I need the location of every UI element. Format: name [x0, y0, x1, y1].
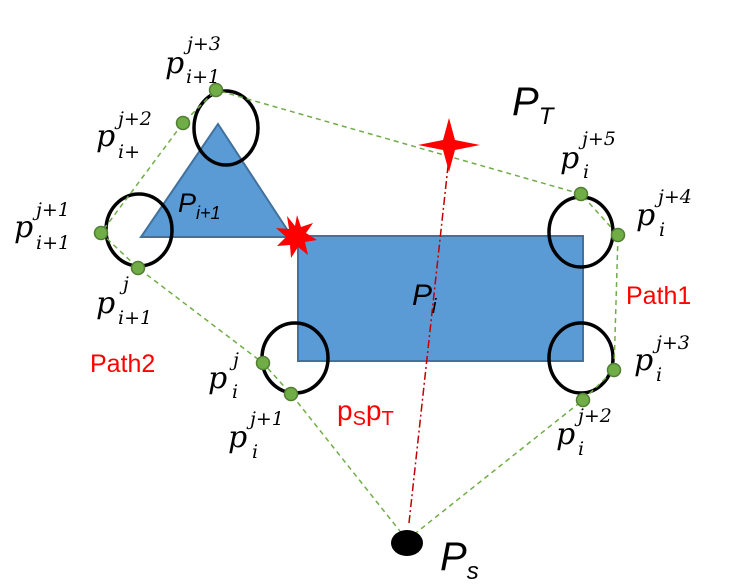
svg-text:j+4: j+4: [654, 186, 692, 208]
triangle-label: Pi+1: [178, 188, 221, 223]
waypoint-tri-upper-left: [175, 115, 191, 131]
svg-text:j+1: j+1: [246, 408, 284, 430]
svg-text:j+5: j+5: [578, 128, 616, 150]
waypoint-label-rect-bl-upper: p j i: [208, 349, 239, 403]
waypoint-tri-bottom: [130, 260, 146, 276]
path2-label: Path2: [90, 350, 155, 378]
waypoint-rect-bl-upper: [255, 355, 271, 371]
collision-burst-marker: [276, 215, 317, 258]
svg-text:p: p: [14, 210, 33, 245]
svg-text:j+2: j+2: [574, 405, 612, 427]
svg-text:i: i: [656, 364, 662, 386]
circle-triangle-top: [192, 89, 260, 167]
planned-paths: [100, 89, 619, 541]
path1-label: Path1: [626, 282, 691, 310]
svg-text:j+3: j+3: [652, 332, 690, 354]
svg-text:i+1: i+1: [118, 307, 152, 329]
circle-rect-bottom-right: [547, 321, 615, 395]
svg-text:j+2: j+2: [114, 108, 152, 130]
triangle-obstacle: [139, 122, 294, 238]
waypoint-rect-tr-upper: [573, 186, 589, 202]
waypoint-rect-br-upper: [606, 362, 622, 378]
svg-text:i+1: i+1: [186, 66, 220, 88]
svg-text:p: p: [96, 286, 115, 321]
waypoint-label-tri-left: p j+1 i+1: [14, 199, 70, 254]
waypoint-tri-left: [93, 225, 109, 241]
svg-text:p: p: [636, 198, 655, 233]
direct-line-ps-pt: [408, 147, 451, 524]
path1-line: [215, 89, 619, 541]
svg-text:i: i: [578, 438, 584, 460]
waypoint-rect-bl-lower: [283, 386, 299, 402]
svg-text:i: i: [232, 381, 238, 403]
svg-text:j: j: [119, 273, 129, 295]
svg-text:i: i: [583, 161, 589, 183]
svg-text:i+1: i+1: [36, 232, 70, 254]
waypoint-label-rect-tr-upper: p j+5 i: [560, 128, 616, 183]
svg-text:p: p: [208, 361, 227, 396]
target-label: PT: [512, 80, 556, 130]
source-label: Ps: [440, 535, 479, 585]
svg-text:p: p: [96, 119, 115, 154]
direct-line-label: pSpT: [337, 395, 394, 430]
waypoint-rect-tr-lower: [610, 227, 626, 243]
waypoint-label-rect-bl-lower: p j+1 i: [228, 408, 284, 463]
waypoint-dots: [93, 82, 626, 408]
svg-text:i+: i+: [118, 141, 140, 163]
svg-text:j+3: j+3: [183, 33, 221, 55]
waypoint-label-rect-br-upper: p j+3 i: [634, 332, 690, 386]
svg-text:j: j: [229, 349, 239, 371]
waypoint-label-rect-br-lower: p j+2 i: [556, 405, 612, 460]
waypoint-label-rect-tr-lower: p j+4 i: [636, 186, 692, 241]
svg-text:p: p: [165, 46, 184, 81]
svg-text:p: p: [556, 417, 575, 452]
waypoint-label-tri-top: p j+3 i+1: [165, 33, 221, 88]
svg-text:i: i: [659, 219, 665, 241]
target-star-marker: [418, 118, 480, 172]
svg-text:p: p: [560, 141, 579, 176]
svg-text:p: p: [228, 420, 247, 455]
rectangle-obstacle: [297, 235, 584, 362]
svg-text:j+1: j+1: [32, 199, 70, 221]
source-point: [391, 530, 423, 556]
svg-text:p: p: [634, 343, 653, 378]
waypoint-tri-top: [208, 82, 224, 98]
waypoint-rect-br-lower: [575, 392, 591, 408]
svg-text:i: i: [252, 441, 258, 463]
waypoint-label-tri-bottom: p j i+1: [96, 273, 152, 329]
rect-label: Pi: [412, 279, 437, 318]
waypoint-label-tri-upper-left: p j+2 i+: [96, 108, 152, 163]
